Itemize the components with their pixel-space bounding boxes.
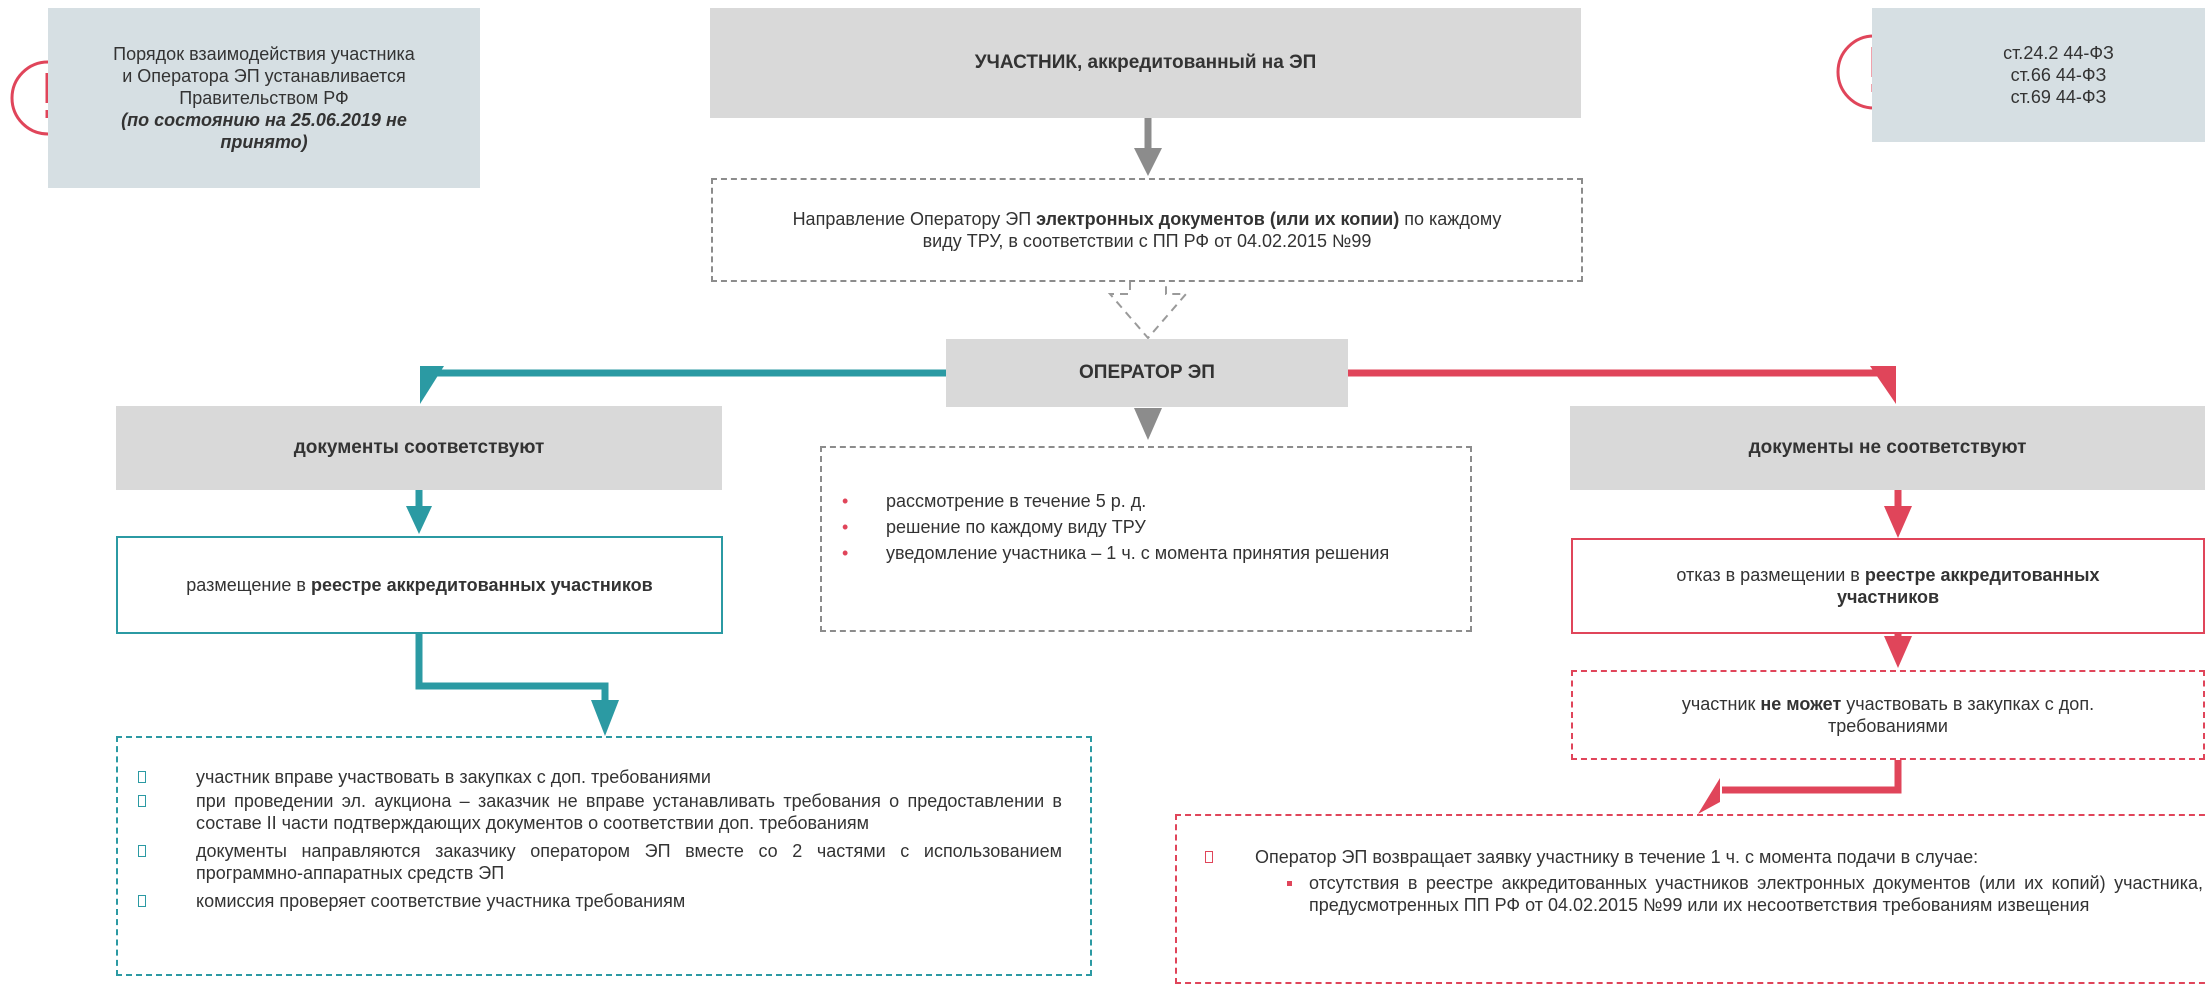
review-list: •рассмотрение в течение 5 р. д. •решение…	[842, 490, 1450, 564]
right-branch-title: документы не соответствуют	[1748, 437, 2027, 458]
participant-title: УЧАСТНИК, аккредитованный на ЭП	[974, 52, 1317, 73]
arrow-dashed-direction-to-operator	[1107, 282, 1189, 340]
teal-connector-placement-to-list	[415, 634, 609, 704]
note-left-line3: Правительством РФ	[179, 88, 349, 108]
review-item: •решение по каждому виду ТРУ	[842, 517, 1146, 537]
red-arrow-head-refusal	[1884, 506, 1912, 538]
review-box: •рассмотрение в течение 5 р. д. •решение…	[820, 446, 1472, 632]
left-detail-item: при проведении эл. аукциона – заказчик н…	[138, 790, 1062, 834]
return-sub: отсутствия в реестре аккредитованных уча…	[1287, 872, 2203, 916]
return-box: Оператор ЭП возвращает заявку участнику …	[1175, 814, 2205, 984]
left-detail-item: комиссия проверяет соответствие участник…	[138, 890, 1062, 912]
review-item: •рассмотрение в течение 5 р. д.	[842, 491, 1147, 511]
red-connector-cannot-to-return	[1722, 760, 1902, 794]
teal-arrow-head-list	[591, 700, 619, 736]
left-details-list: участник вправе участвовать в закупках с…	[138, 766, 1062, 912]
refusal-box: отказ в размещении в реестре аккредитова…	[1571, 538, 2205, 634]
note-right-line3: ст.69 44-ФЗ	[2010, 87, 2107, 107]
left-detail-item: документы направляются заказчику операто…	[138, 840, 1062, 884]
placement-text: размещение в реестре аккредитованных уча…	[186, 575, 653, 595]
note-left-line1: Порядок взаимодействия участника	[113, 44, 415, 64]
refusal-text: отказ в размещении в реестре аккредитова…	[1676, 565, 2100, 607]
note-right-line2: ст.66 44-ФЗ	[2010, 65, 2107, 85]
note-left-line4: (по состоянию на 25.06.2019 не принято)	[121, 110, 407, 152]
placement-box: размещение в реестре аккредитованных уча…	[116, 536, 723, 634]
red-arrow-head-right	[1870, 366, 1896, 404]
return-text: Оператор ЭП возвращает заявку участнику …	[1205, 846, 2203, 868]
direction-box: Направление Оператору ЭП электронных док…	[711, 178, 1583, 282]
note-right-line1: ст.24.2 44-ФЗ	[2003, 43, 2114, 63]
cannot-box: участник не может участвовать в закупках…	[1571, 670, 2205, 760]
left-branch-title: документы соответствуют	[293, 437, 545, 458]
review-item: •уведомление участника – 1 ч. с момента …	[842, 543, 1390, 563]
note-left-line2: и Оператора ЭП устанавливается	[122, 66, 406, 86]
red-arrow-head-return	[1698, 778, 1720, 814]
operator-title: ОПЕРАТОР ЭП	[1079, 362, 1215, 383]
note-right: ст.24.2 44-ФЗ ст.66 44-ФЗ ст.69 44-ФЗ	[1872, 8, 2205, 142]
red-arrow-head-cannot	[1884, 636, 1912, 668]
arrow-head-gray-2	[1134, 408, 1162, 440]
cannot-text: участник не может участвовать в закупках…	[1681, 694, 2095, 736]
operator-box: ОПЕРАТОР ЭП	[946, 339, 1348, 407]
left-details-box: участник вправе участвовать в закупках с…	[116, 736, 1092, 976]
left-branch-title-box: документы соответствуют	[116, 406, 722, 490]
teal-arrow-head-left	[420, 366, 444, 404]
direction-text: Направление Оператору ЭП электронных док…	[792, 209, 1502, 251]
participant-box: УЧАСТНИК, аккредитованный на ЭП	[710, 8, 1581, 118]
teal-arrow-head-placement	[406, 506, 432, 534]
note-left: Порядок взаимодействия участника и Опера…	[48, 8, 480, 188]
right-branch-title-box: документы не соответствуют	[1570, 406, 2205, 490]
arrow-head-gray-1	[1134, 148, 1162, 176]
left-detail-item: участник вправе участвовать в закупках с…	[138, 766, 1062, 788]
